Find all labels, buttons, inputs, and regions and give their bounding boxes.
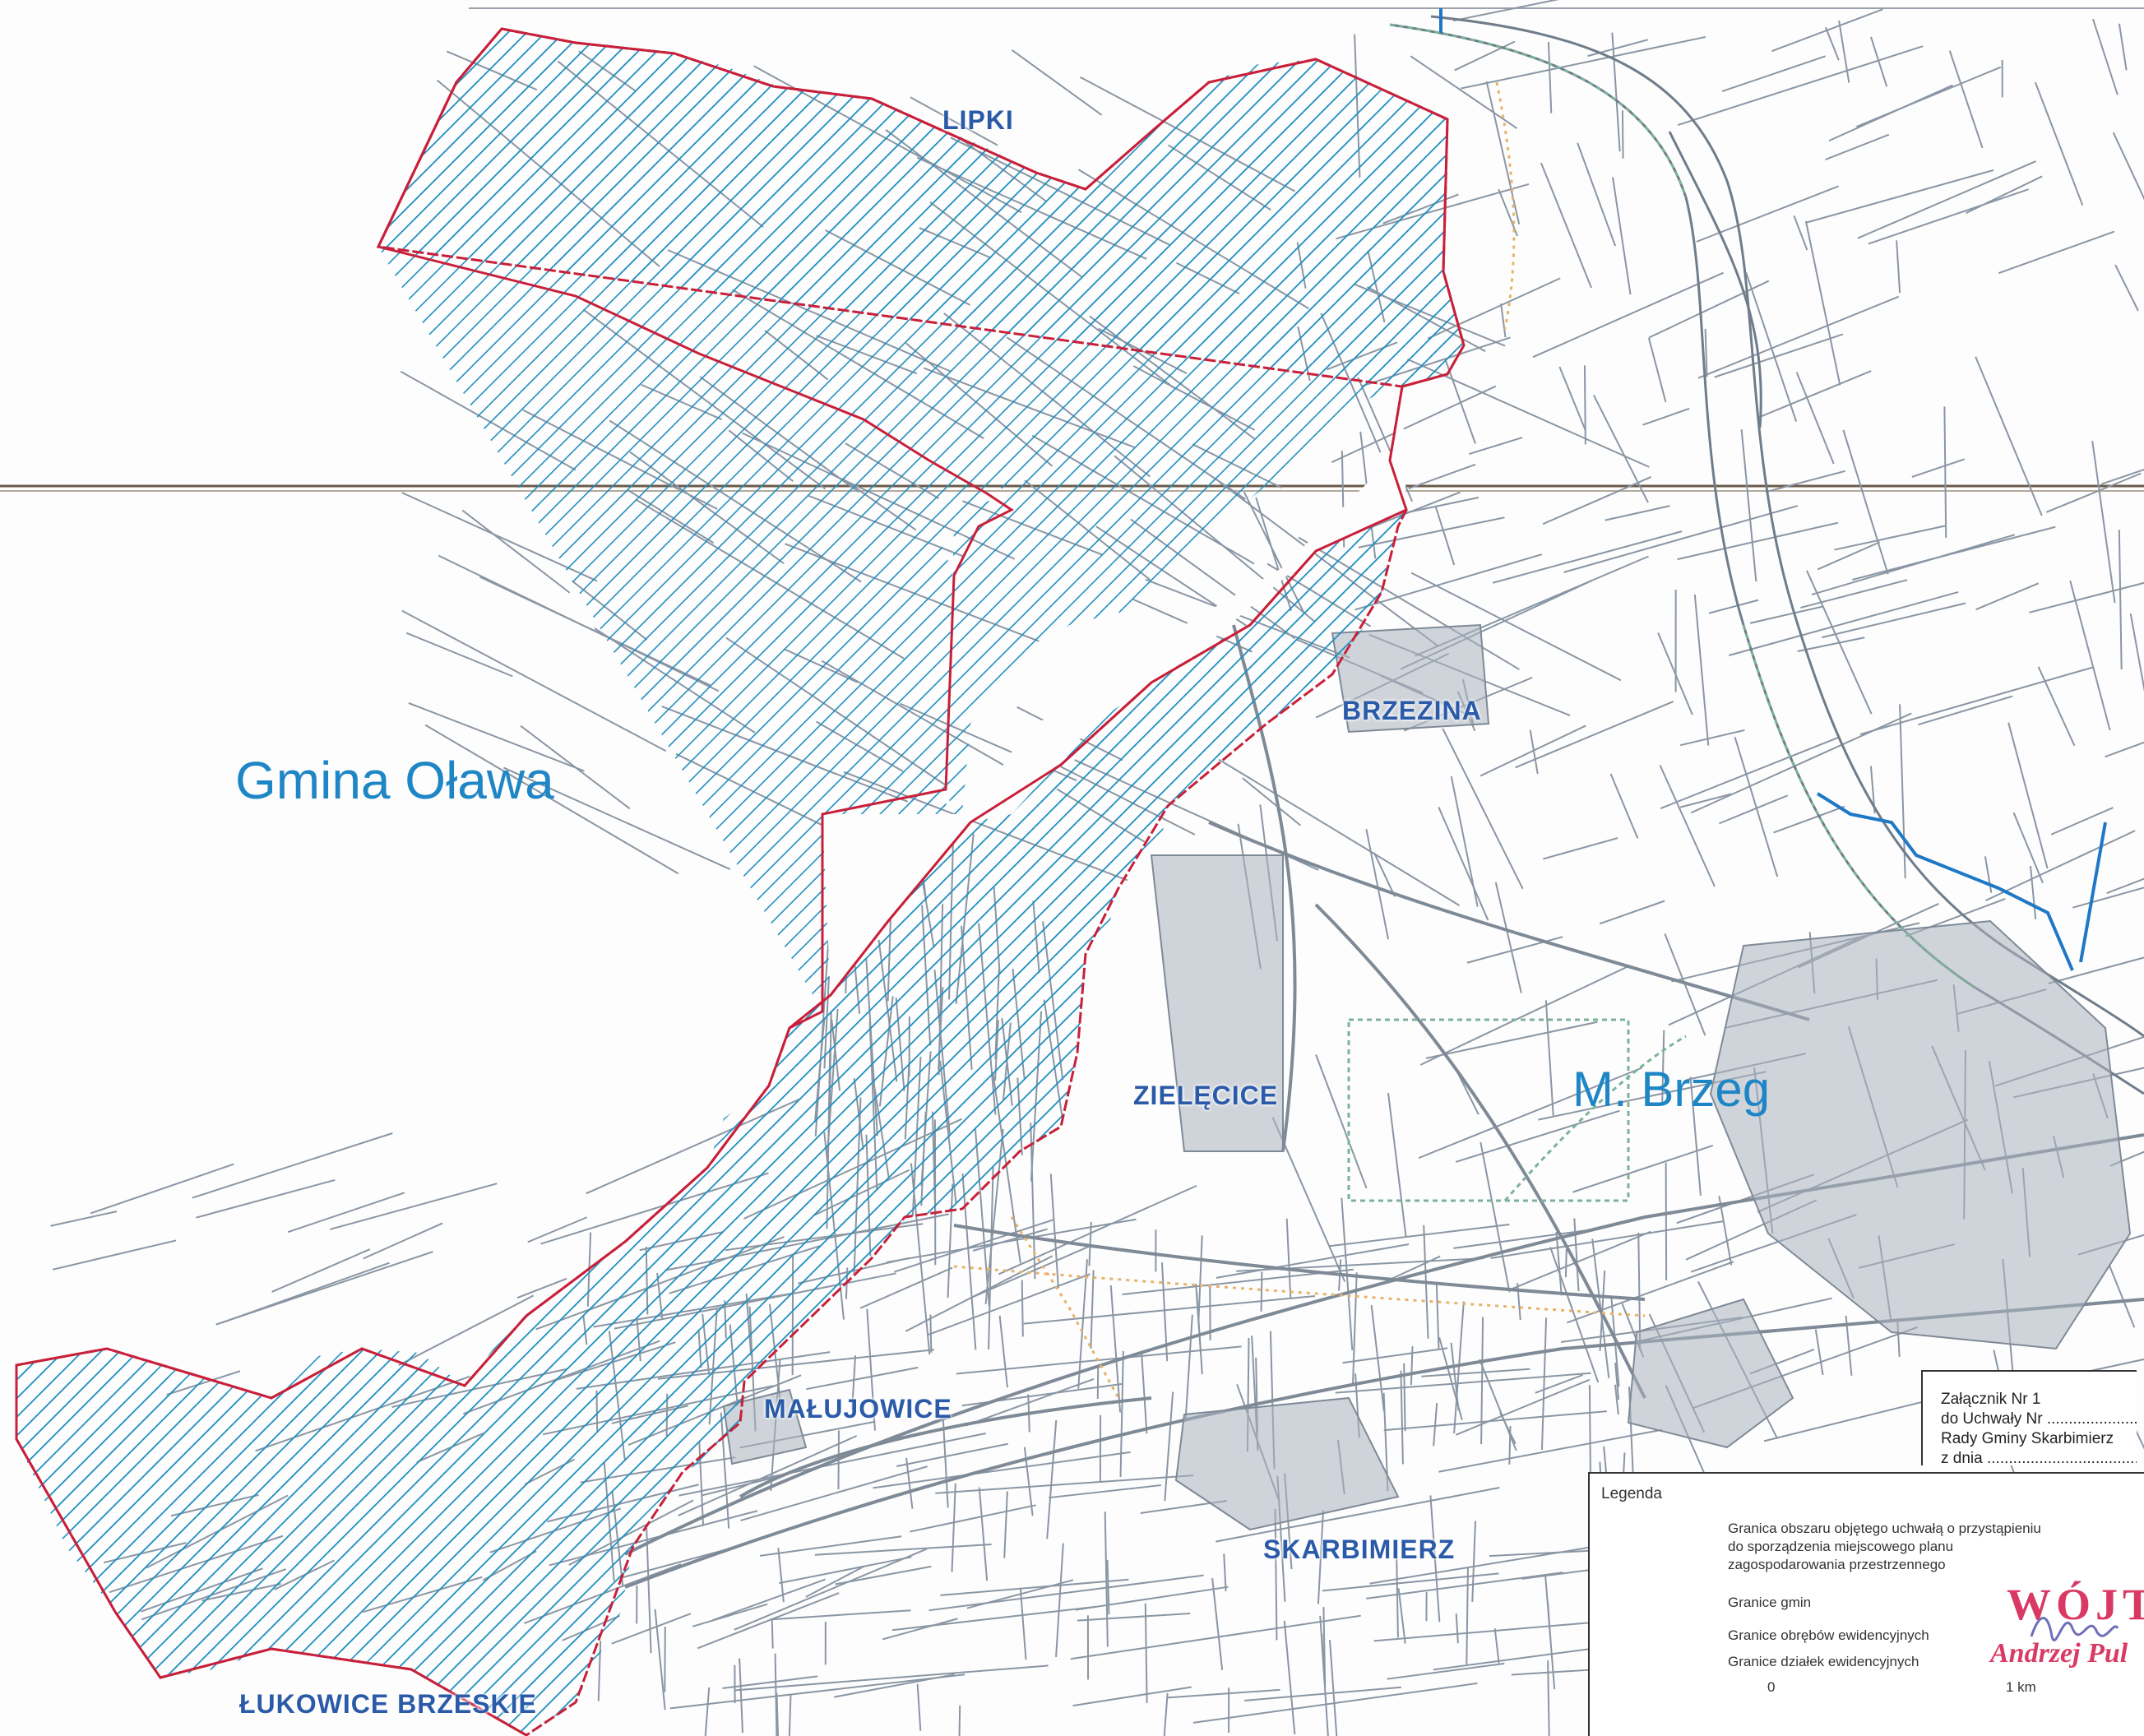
place-label-malujowice: MAŁUJOWICE [764, 1394, 952, 1424]
annex-line: Rady Gminy Skarbimierz [1941, 1430, 2114, 1447]
scale-bar: 0 1 km [1767, 1679, 2047, 1720]
stamp-title: WÓJT [2007, 1580, 2144, 1629]
place-label-lukowice-brzeskie: ŁUKOWICE BRZESKIE [239, 1689, 537, 1719]
legend-panel: Legenda Granica obszaru objętego uchwałą… [1588, 1472, 2144, 1736]
scale-end-label: 1 km [2006, 1679, 2036, 1695]
legend-title: Legenda [1601, 1485, 1662, 1502]
region-label-gmina-olawa: Gmina Oława [235, 751, 554, 810]
river-oder [1389, 15, 2144, 1095]
annex-line: z dnia .................................… [1941, 1450, 2137, 1467]
precinct-boundaries [1347, 23, 1975, 1202]
scale-start-label: 0 [1767, 1679, 1776, 1695]
annex-line: do Uchwały Nr ..................... [1941, 1410, 2137, 1428]
place-label-brzezina: BRZEZINA [1342, 696, 1482, 725]
place-label-zielecice: ZIELĘCICE [1133, 1081, 1279, 1110]
signature-scribble [2030, 1617, 2119, 1641]
place-label-lipki: LIPKI [942, 105, 1014, 135]
plan-area [16, 29, 1464, 1735]
stamp-name: Andrzej Pul [1990, 1638, 2128, 1669]
legend-item-label: Granica obszaru objętego uchwałą o przys… [1728, 1521, 2041, 1572]
official-stamp: WÓJT Andrzej Pul [1974, 1579, 2144, 1686]
legend-item-label: Granice działek ewidencyjnych [1728, 1654, 1919, 1669]
annex-box: Załącznik Nr 1 do Uchwały Nr ...........… [1921, 1370, 2137, 1467]
legend-item-label: Granice obrębów ewidencyjnych [1728, 1627, 1929, 1643]
plan-area-boundary-west [376, 81, 1014, 1030]
plan-area-boundary [15, 27, 1466, 1736]
region-label-m-brzeg: M. Brzeg [1572, 1062, 1771, 1117]
place-label-skarbimierz: SKARBIMIERZ [1263, 1535, 1456, 1564]
precinct-boundaries-yellow [953, 81, 1646, 1399]
annex-line: Załącznik Nr 1 [1941, 1391, 2041, 1408]
municipal-boundary [1439, 8, 2107, 971]
city-blocks-brzeg [722, 623, 2132, 1531]
legend-item-label: Granice gmin [1728, 1595, 1812, 1610]
excluded-areas [822, 387, 1406, 995]
